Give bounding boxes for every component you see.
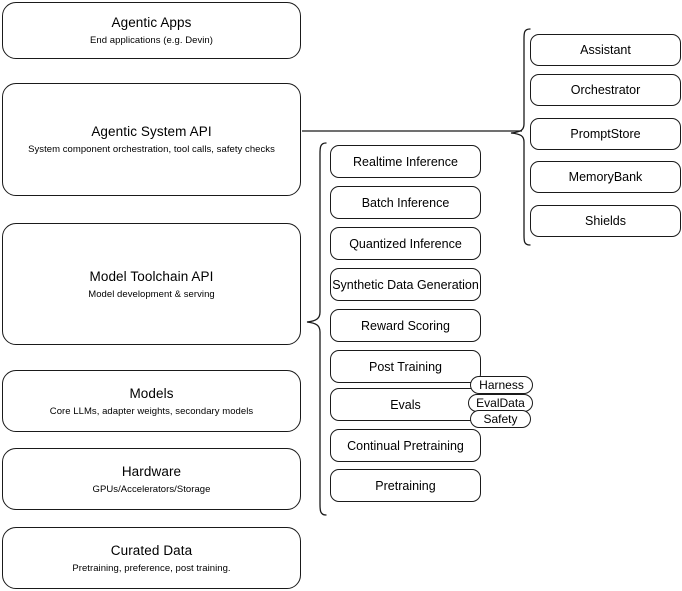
system-component-label: Shields <box>585 214 626 228</box>
capability-batch-inference[interactable]: Batch Inference <box>330 186 481 219</box>
capability-quantized-inference[interactable]: Quantized Inference <box>330 227 481 260</box>
eval-subcomponent-label: Safety <box>483 411 518 426</box>
layer-models[interactable]: Models Core LLMs, adapter weights, secon… <box>2 370 301 432</box>
eval-subcomponent-harness[interactable]: Harness <box>470 376 533 394</box>
system-component-label: MemoryBank <box>568 170 643 184</box>
layer-subtitle: GPUs/Accelerators/Storage <box>92 483 211 495</box>
system-component-orchestrator[interactable]: Orchestrator <box>530 74 681 106</box>
capability-realtime-inference[interactable]: Realtime Inference <box>330 145 481 178</box>
system-component-shields[interactable]: Shields <box>530 205 681 237</box>
layer-subtitle: Core LLMs, adapter weights, secondary mo… <box>49 405 254 417</box>
system-component-label: Assistant <box>580 43 631 57</box>
layer-subtitle: End applications (e.g. Devin) <box>90 35 213 46</box>
system-component-memorybank[interactable]: MemoryBank <box>530 161 681 193</box>
layer-title: Curated Data <box>110 542 193 558</box>
layer-title: Models <box>129 385 174 401</box>
layer-model-toolchain-api[interactable]: Model Toolchain API Model development & … <box>2 223 301 345</box>
capability-label: Evals <box>390 397 421 412</box>
capability-label: Realtime Inference <box>353 154 458 169</box>
capability-label: Continual Pretraining <box>347 438 464 453</box>
system-component-promptstore[interactable]: PromptStore <box>530 118 681 150</box>
capability-evals[interactable]: Evals <box>330 388 481 421</box>
layer-title: Hardware <box>121 463 182 479</box>
layer-agentic-system-api[interactable]: Agentic System API System component orch… <box>2 83 301 196</box>
capability-reward-scoring[interactable]: Reward Scoring <box>330 309 481 342</box>
capability-label: Batch Inference <box>361 195 450 210</box>
capability-post-training[interactable]: Post Training <box>330 350 481 383</box>
layer-title: Agentic Apps <box>111 15 192 30</box>
brace-system-components <box>508 26 532 248</box>
layer-agentic-apps[interactable]: Agentic Apps End applications (e.g. Devi… <box>2 2 301 59</box>
connector-system-api-to-components <box>300 122 524 140</box>
capability-synthetic-data-generation[interactable]: Synthetic Data Generation <box>330 268 481 301</box>
capability-continual-pretraining[interactable]: Continual Pretraining <box>330 429 481 462</box>
layer-subtitle: System component orchestration, tool cal… <box>28 144 275 155</box>
layer-subtitle: Model development & serving <box>88 288 215 300</box>
capability-label: Post Training <box>369 359 442 374</box>
layer-subtitle: Pretraining, preference, post training. <box>72 562 231 574</box>
capability-label: Quantized Inference <box>349 236 462 251</box>
layer-curated-data[interactable]: Curated Data Pretraining, preference, po… <box>2 527 301 589</box>
capability-label: Pretraining <box>375 478 436 493</box>
capability-label: Synthetic Data Generation <box>332 277 479 292</box>
capability-pretraining[interactable]: Pretraining <box>330 469 481 502</box>
eval-subcomponent-label: Harness <box>479 377 524 392</box>
system-component-assistant[interactable]: Assistant <box>530 34 681 66</box>
layer-title: Model Toolchain API <box>89 268 214 284</box>
system-component-label: PromptStore <box>570 127 641 141</box>
system-component-label: Orchestrator <box>570 83 641 97</box>
capability-label: Reward Scoring <box>361 318 450 333</box>
layer-title: Agentic System API <box>91 124 212 139</box>
layer-hardware[interactable]: Hardware GPUs/Accelerators/Storage <box>2 448 301 510</box>
eval-subcomponent-label: EvalData <box>476 395 525 410</box>
eval-subcomponent-safety[interactable]: Safety <box>470 410 531 428</box>
brace-toolchain-capabilities <box>304 140 328 518</box>
